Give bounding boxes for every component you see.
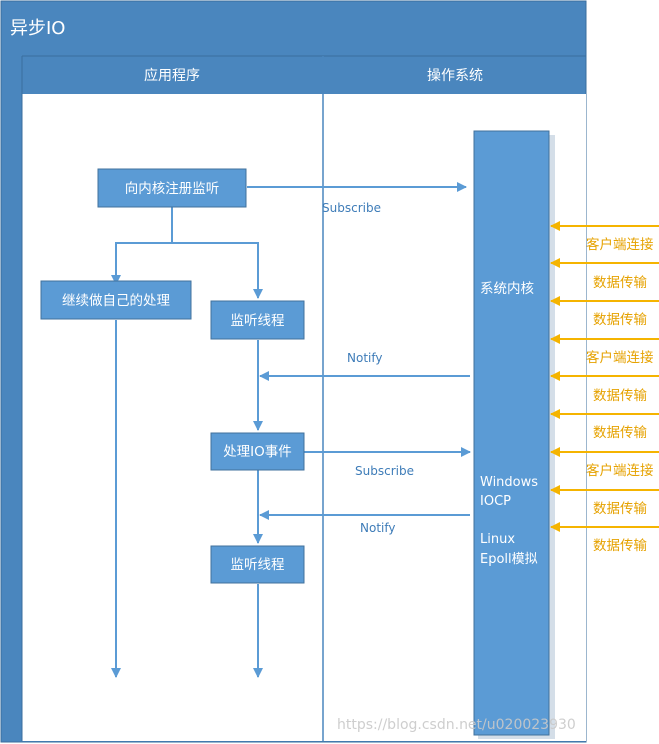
- own-work-label: 继续做自己的处理: [62, 293, 170, 309]
- lane-header-os: 操作系统: [427, 68, 483, 84]
- listener-thread-label-2: 监听线程: [231, 557, 285, 573]
- incoming-label-6: 数据传输: [593, 425, 647, 441]
- incoming-events: 客户端连接 数据传输 数据传输 客户端连接 数据传输 数据传输 客户端连接 数据…: [550, 221, 659, 554]
- iocp-label: IOCP: [480, 494, 511, 509]
- epoll-label: Epoll模拟: [480, 552, 538, 567]
- incoming-label-7: 客户端连接: [586, 462, 654, 479]
- register-listener-node: 向内核注册监听: [97, 168, 247, 208]
- subscribe-arrow-2: Subscribe: [304, 447, 471, 478]
- incoming-label-3: 数据传输: [593, 312, 647, 328]
- app-connectors: [111, 207, 263, 678]
- kernel-column: 系统内核 Windows IOCP Linux Epoll模拟: [473, 130, 555, 739]
- handle-io-node: 处理IO事件: [210, 432, 305, 471]
- own-work-node: 继续做自己的处理: [40, 280, 192, 320]
- listener-thread-node-1: 监听线程: [210, 300, 305, 340]
- listener-thread-node-2: 监听线程: [210, 545, 305, 584]
- listener-thread-label-1: 监听线程: [231, 313, 285, 329]
- subscribe-arrow-1: Subscribe: [247, 182, 467, 215]
- notify-arrow-1: Notify: [259, 351, 470, 381]
- notify-arrow-2: Notify: [259, 510, 470, 535]
- handle-io-label: 处理IO事件: [223, 444, 292, 460]
- incoming-label-1: 客户端连接: [586, 236, 654, 253]
- lane-header-app: 应用程序: [144, 67, 200, 84]
- subscribe-label-2: Subscribe: [355, 464, 414, 478]
- incoming-label-9: 数据传输: [593, 538, 647, 554]
- incoming-label-5: 数据传输: [593, 388, 647, 404]
- diagram-title: 异步IO: [10, 18, 65, 39]
- windows-label: Windows: [480, 475, 538, 490]
- incoming-label-4: 客户端连接: [586, 349, 654, 366]
- notify-label-2: Notify: [360, 521, 395, 535]
- linux-label: Linux: [480, 532, 515, 547]
- register-listener-label: 向内核注册监听: [125, 181, 220, 197]
- notify-label-1: Notify: [347, 351, 382, 365]
- kernel-label: 系统内核: [480, 281, 534, 297]
- watermark: https://blog.csdn.net/u020023930: [337, 717, 576, 733]
- incoming-label-2: 数据传输: [593, 275, 647, 291]
- subscribe-label-1: Subscribe: [322, 201, 381, 215]
- incoming-label-8: 数据传输: [593, 501, 647, 517]
